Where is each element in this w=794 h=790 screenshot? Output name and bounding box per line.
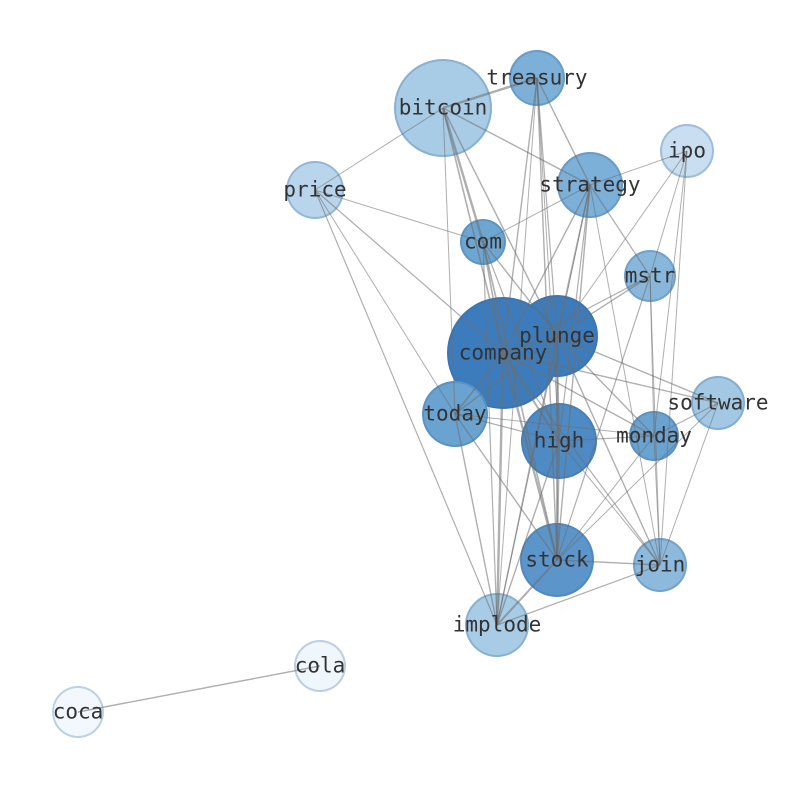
node-label-mstr: mstr <box>624 263 676 288</box>
node-label-monday: monday <box>616 423 692 448</box>
node-label-join: join <box>634 552 686 577</box>
node-label-today: today <box>423 401 487 426</box>
node-label-coca: coca <box>52 699 104 724</box>
node-label-high: high <box>533 428 585 453</box>
node-label-company: company <box>458 340 548 365</box>
node-label-plunge: plunge <box>519 323 595 348</box>
node-label-implode: implode <box>452 612 542 637</box>
node-label-cola: cola <box>294 653 346 678</box>
node-label-treasury: treasury <box>486 65 588 90</box>
node-label-price: price <box>283 177 347 202</box>
node-label-software: software <box>667 390 769 415</box>
node-label-stock: stock <box>525 547 589 572</box>
node-label-bitcoin: bitcoin <box>398 95 488 120</box>
node-label-ipo: ipo <box>668 138 706 163</box>
node-label-strategy: strategy <box>539 172 641 197</box>
node-label-com: com <box>464 229 502 254</box>
